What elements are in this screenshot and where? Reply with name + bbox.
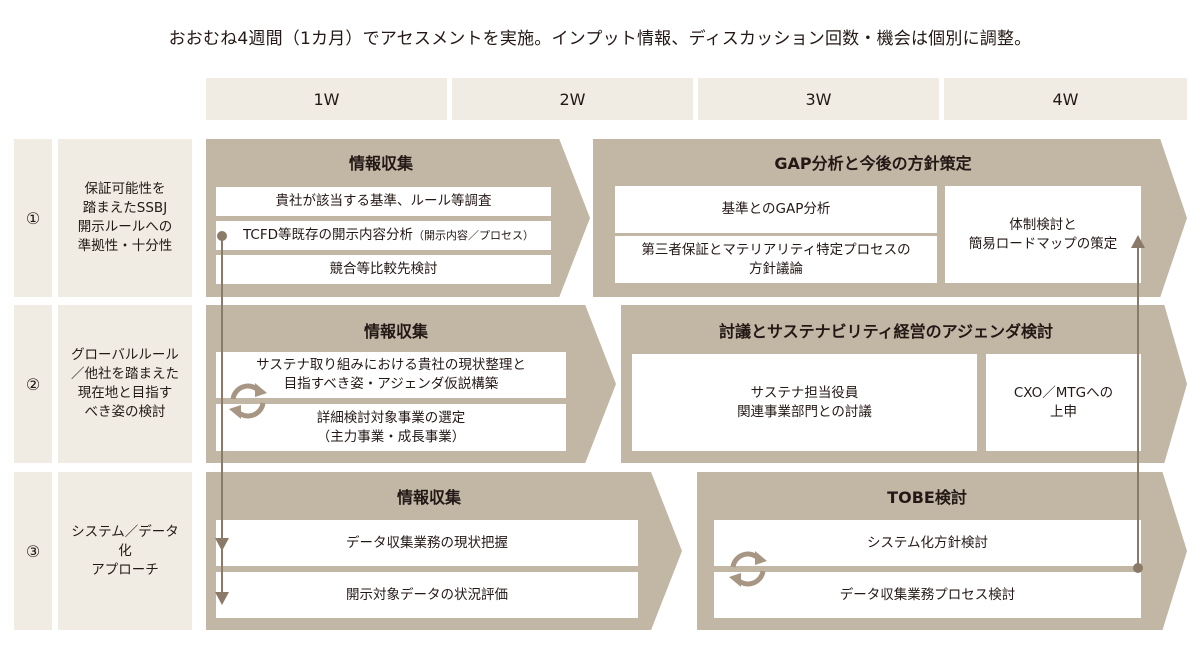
- task-text: 目指すべき姿・アジェンダ仮説構築: [283, 376, 499, 392]
- row-label-line: システム／データ化: [71, 523, 179, 559]
- task-text: 体制検討と: [1009, 216, 1077, 233]
- arrow-down-icon: [215, 236, 229, 605]
- task-text: サステナ取り組みにおける貴社の現状整理と: [256, 357, 526, 373]
- task-note: （開示内容／プロセス）: [413, 229, 535, 242]
- task-text: 関連事業部門との討議: [737, 403, 872, 420]
- task-text: 簡易ロードマップの策定: [968, 235, 1118, 252]
- task-box: CXO／MTGへの 上申: [986, 354, 1141, 451]
- phase-title: 情報収集: [363, 322, 428, 341]
- cycle-arrows-icon: [729, 551, 767, 587]
- task-box: サステナ担当役員 関連事業部門との討議: [632, 354, 977, 451]
- phase-title: TOBE検討: [887, 488, 967, 507]
- row-label: グローバルルール ／他社を踏まえた 現在地と目指す べき姿の検討: [58, 305, 192, 463]
- task-text: データ収集業務の現状把握: [346, 534, 508, 551]
- phase-title: GAP分析と今後の方針策定: [774, 154, 972, 173]
- row-label-line: 踏まえたSSBJ: [82, 200, 168, 216]
- task-text: 方針議論: [748, 260, 803, 277]
- row-label: 保証可能性を 踏まえたSSBJ 開示ルールへの 準拠性・十分性: [58, 139, 192, 297]
- task-text: TCFD等既存の開示内容分析: [242, 227, 414, 243]
- task-box: データ収集業務の現状把握: [216, 520, 638, 566]
- row-label-line: 開示ルールへの: [77, 219, 173, 235]
- week-header-2: 2W: [452, 78, 693, 120]
- cycle-arrows-icon: [229, 383, 267, 419]
- task-box: 開示対象データの状況評価: [216, 572, 638, 618]
- task-text: システム化方針検討: [866, 534, 989, 551]
- task-box: サステナ取り組みにおける貴社の現状整理と 目指すべき姿・アジェンダ仮説構築: [216, 352, 566, 398]
- row-label-line: 保証可能性を: [84, 181, 166, 197]
- phase-title: 情報収集: [396, 488, 461, 507]
- arrow-up-icon: [1131, 235, 1145, 568]
- week-header-1: 1W: [206, 78, 447, 120]
- task-box: 第三者保証とマテリアリティ特定プロセスの 方針議論: [615, 236, 937, 283]
- row-label-line: ／他社を踏まえた: [71, 366, 179, 382]
- task-text: 詳細検討対象事業の選定: [316, 409, 466, 426]
- row-number: ③: [14, 472, 52, 630]
- task-box: 詳細検討対象事業の選定 （主力事業・成長事業）: [216, 404, 566, 451]
- row-label-line: べき姿の検討: [84, 404, 166, 420]
- row-label: システム／データ化 アプローチ: [58, 472, 192, 630]
- task-box: データ収集業務プロセス検討: [714, 572, 1141, 618]
- task-text: CXO／MTGへの: [1013, 384, 1114, 401]
- task-box: 競合等比較先検討: [216, 255, 551, 284]
- task-text: 上申: [1049, 403, 1077, 420]
- task-text: 第三者保証とマテリアリティ特定プロセスの: [641, 241, 911, 258]
- row-label-line: グローバルルール: [71, 347, 179, 363]
- task-text: （主力事業・成長事業）: [316, 428, 466, 445]
- row-label-line: アプローチ: [91, 561, 159, 578]
- task-box: システム化方針検討: [714, 520, 1141, 566]
- task-text: 貴社が該当する基準、ルール等調査: [275, 193, 492, 209]
- task-text: 基準とのGAP分析: [721, 201, 831, 217]
- task-text: データ収集業務プロセス検討: [839, 586, 1016, 603]
- task-box: 体制検討と 簡易ロードマップの策定: [945, 186, 1141, 283]
- row-number: ①: [14, 139, 52, 297]
- task-text: サステナ担当役員: [750, 384, 859, 401]
- phase-title: 討議とサステナビリティ経営のアジェンダ検討: [718, 322, 1054, 341]
- week-header-3: 3W: [698, 78, 939, 120]
- week-header-4: 4W: [944, 78, 1187, 120]
- flow-dot-icon: [1133, 563, 1143, 573]
- task-box: 基準とのGAP分析: [615, 186, 937, 233]
- flow-dot-icon: [217, 231, 227, 241]
- row-label-line: 準拠性・十分性: [77, 238, 173, 254]
- row-number: ②: [14, 305, 52, 463]
- phase-title: 情報収集: [348, 154, 413, 173]
- headline: おおむね4週間（1カ月）でアセスメントを実施。インプット情報、ディスカッション回…: [168, 29, 1032, 49]
- row-label-line: 現在地と目指す: [77, 385, 173, 401]
- task-text: 競合等比較先検討: [329, 261, 438, 277]
- task-text: 開示対象データの状況評価: [346, 586, 508, 603]
- task-box: 貴社が該当する基準、ルール等調査: [216, 187, 551, 216]
- task-box: TCFD等既存の開示内容分析（開示内容／プロセス）: [216, 221, 551, 250]
